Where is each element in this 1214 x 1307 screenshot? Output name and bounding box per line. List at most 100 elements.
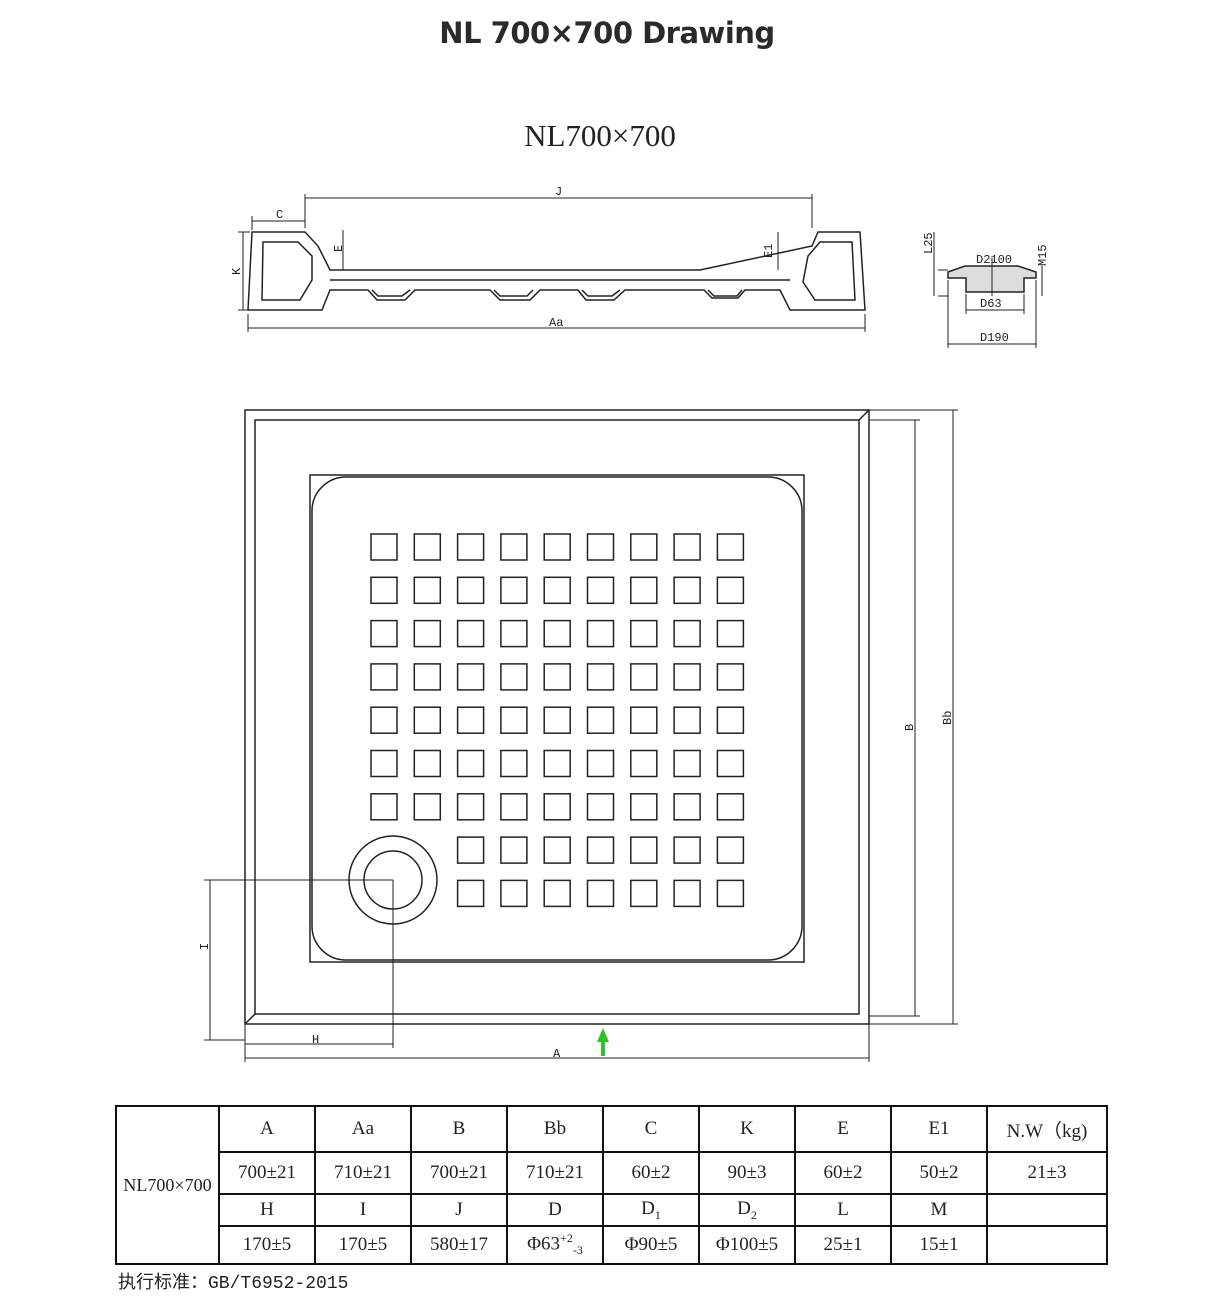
- empty-cell: [986, 1193, 1108, 1227]
- drain-hole: [716, 879, 745, 908]
- drain-hole: [413, 576, 442, 605]
- drain-hole: [543, 706, 571, 734]
- drain-hole: [673, 706, 701, 734]
- drain-hole: [543, 619, 571, 648]
- label-bb: Bb: [941, 711, 955, 725]
- header-cell: I: [314, 1193, 412, 1227]
- drain-hole: [586, 576, 615, 605]
- value-cell: 15±1: [890, 1225, 988, 1265]
- drain-hole: [413, 663, 442, 691]
- tolerance-sup: +2: [560, 1231, 573, 1246]
- drain-hole: [673, 879, 701, 908]
- drain-hole: [413, 749, 442, 778]
- up-arrow-icon: [597, 1028, 609, 1056]
- drain-hole: [413, 706, 442, 734]
- drain-hole: [716, 706, 745, 734]
- drain-hole: [456, 749, 485, 778]
- drain-hole: [543, 663, 571, 691]
- drain-hole: [716, 836, 745, 864]
- drain-hole: [370, 706, 398, 734]
- drain-hole: [413, 533, 442, 561]
- value-cell: 710±21: [314, 1151, 412, 1195]
- header-cell: L: [794, 1193, 892, 1227]
- drain-hole: [413, 793, 442, 821]
- header-cell: Bb: [506, 1105, 604, 1153]
- value-cell: 25±1: [794, 1225, 892, 1265]
- drain-hole: [630, 706, 658, 734]
- drain-hole: [586, 879, 615, 908]
- drain-hole: [543, 749, 571, 778]
- label-aa: Aa: [549, 316, 563, 330]
- header-cell: M: [890, 1193, 988, 1227]
- drain-hole: [673, 749, 701, 778]
- drain-hole: [586, 663, 615, 691]
- header-text: D: [641, 1197, 655, 1219]
- cross-section-profile: [247, 231, 866, 311]
- drain-detail: [933, 232, 1043, 348]
- header-cell: J: [410, 1193, 508, 1227]
- value-cell: 170±5: [314, 1225, 412, 1265]
- drain-hole: [586, 619, 615, 648]
- value-cell: 170±5: [218, 1225, 316, 1265]
- label-d1: D190: [980, 331, 1009, 345]
- header-cell: E: [794, 1105, 892, 1153]
- header-cell: D: [506, 1193, 604, 1227]
- drain-hole: [543, 793, 571, 821]
- drain-hole: [370, 793, 398, 821]
- drain-hole: [673, 619, 701, 648]
- spec-table: NL700×700 A Aa B Bb C K E E1 N.W（kg) 700…: [115, 1105, 1108, 1265]
- header-text: D: [737, 1197, 751, 1219]
- value-cell: 60±2: [794, 1151, 892, 1195]
- drain-hole: [500, 836, 528, 864]
- drain-hole: [716, 793, 745, 821]
- value-cell: 580±17: [410, 1225, 508, 1265]
- header-cell: E1: [890, 1105, 988, 1153]
- label-e1: E1: [762, 244, 776, 258]
- drain-hole: [500, 749, 528, 778]
- drawing-model-title: NL700×700: [524, 118, 676, 153]
- drain-hole: [543, 533, 571, 561]
- drain-grid: [370, 533, 745, 908]
- empty-cell: [986, 1225, 1108, 1265]
- page-title: NL 700×700 Drawing: [439, 16, 775, 50]
- label-i: I: [198, 943, 212, 950]
- drain-hole: [456, 619, 485, 648]
- drain-hole: [586, 706, 615, 734]
- drain-hole: [630, 749, 658, 778]
- drain-hole: [500, 793, 528, 821]
- drain-hole: [630, 576, 658, 605]
- header-cell: C: [602, 1105, 700, 1153]
- drain-hole: [370, 619, 398, 648]
- drain-hole: [630, 663, 658, 691]
- value-cell: 50±2: [890, 1151, 988, 1195]
- label-e: E: [332, 245, 346, 252]
- drain-hole: [456, 533, 485, 561]
- header-cell: D1: [602, 1193, 700, 1227]
- header-sub: 1: [654, 1207, 661, 1222]
- header-cell: B: [410, 1105, 508, 1153]
- tolerance-sub: -3: [572, 1243, 583, 1258]
- drain-hole: [456, 836, 485, 864]
- header-cell: K: [698, 1105, 796, 1153]
- drain-hole: [456, 706, 485, 734]
- drain-hole: [500, 663, 528, 691]
- drain-hole: [456, 793, 485, 821]
- header-cell: H: [218, 1193, 316, 1227]
- drain-hole: [500, 706, 528, 734]
- drain-hole: [716, 619, 745, 648]
- header-cell: Aa: [314, 1105, 412, 1153]
- drain-hole: [673, 793, 701, 821]
- value-cell: Φ100±5: [698, 1225, 796, 1265]
- value-cell: 700±21: [410, 1151, 508, 1195]
- drain-hole: [673, 576, 701, 605]
- value-cell-nw: 21±3: [986, 1151, 1108, 1195]
- header-cell: A: [218, 1105, 316, 1153]
- drain-hole: [543, 879, 571, 908]
- label-k: K: [230, 267, 244, 275]
- label-l25: L25: [922, 232, 936, 254]
- drain-hole: [586, 836, 615, 864]
- drain-hole: [673, 533, 701, 561]
- label-h: H: [312, 1033, 319, 1047]
- drain-hole: [586, 533, 615, 561]
- standard-note: 执行标准：GB/T6952-2015: [118, 1274, 349, 1294]
